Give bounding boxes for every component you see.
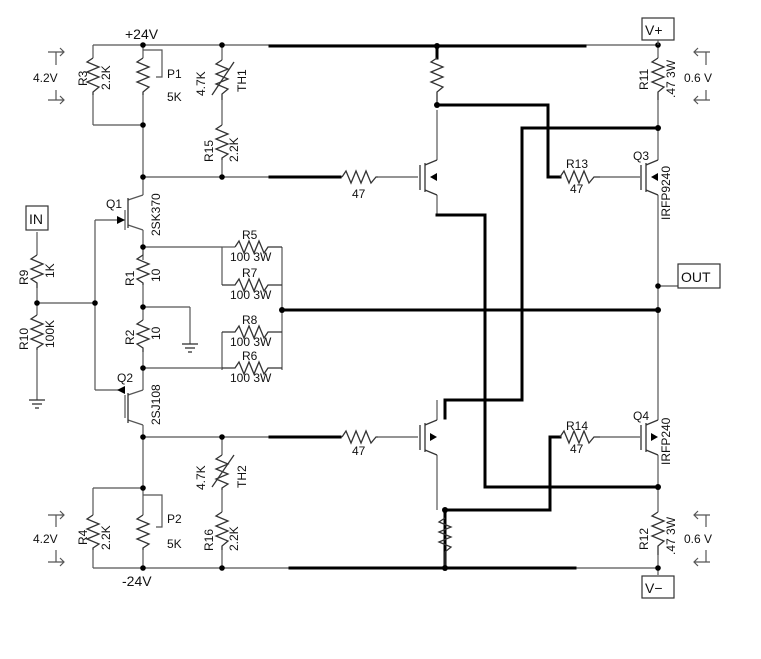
sense-voltage-bottom: 0.6 V [684, 532, 712, 546]
r11-ref: R11 [637, 69, 651, 90]
p1-value: 5K [167, 90, 182, 104]
measurement-brackets [48, 47, 710, 567]
input-port-box [25, 205, 49, 231]
p2-ref: P2 [167, 512, 182, 526]
r7-value: 100 3W [230, 288, 272, 302]
r8-ref: R8 [242, 313, 258, 327]
bias-voltage-bottom: 4.2V [33, 532, 58, 546]
q3-part: IRFP9240 [659, 166, 673, 220]
r14-ref: R14 [566, 419, 588, 433]
r10-ref: R10 [17, 328, 31, 350]
p2-value: 5K [167, 537, 182, 551]
r4-ref: R4 [76, 529, 90, 545]
r1-value: 10 [149, 268, 163, 282]
r14-value: 47 [570, 442, 584, 456]
q1-part: 2SK370 [149, 193, 163, 236]
r3-ref: R3 [76, 70, 90, 86]
r3-value: 2.2K [99, 65, 113, 90]
transistors [117, 159, 659, 456]
r15-value: 2.2K [227, 137, 241, 162]
supply-pos-label: +24V [125, 26, 159, 42]
gate-resistor-top-value: 47 [352, 187, 366, 201]
th2-ref: TH2 [235, 465, 249, 488]
th2-value: 4.7K [194, 465, 208, 490]
r2-ref: R2 [123, 329, 137, 345]
r8-value: 100 3W [230, 335, 272, 349]
r12-value: .47 3W [664, 516, 678, 555]
q4-ref: Q4 [633, 409, 649, 423]
q1-ref: Q1 [106, 197, 122, 211]
th1-value: 4.7K [194, 71, 208, 96]
r7-ref: R7 [242, 266, 258, 280]
resistors [29, 57, 666, 568]
q2-part: 2SJ108 [149, 384, 163, 425]
gate-resistor-bottom-value: 47 [352, 444, 366, 458]
q4-part: IRFP240 [659, 417, 673, 465]
sense-voltage-top: 0.6 V [684, 71, 712, 85]
r9-ref: R9 [17, 269, 31, 285]
input-label: IN [29, 211, 43, 227]
r9-value: 1K [43, 263, 57, 278]
thick-wiring [268, 44, 660, 570]
r12-ref: R12 [637, 528, 651, 550]
r6-value: 100 3W [230, 371, 272, 385]
supply-neg-label: -24V [122, 573, 152, 589]
p1-ref: P1 [167, 67, 182, 81]
vpos-label: V+ [645, 22, 663, 38]
vneg-label: V− [645, 580, 663, 596]
output-label: OUT [681, 269, 711, 285]
r16-ref: R16 [202, 529, 216, 551]
r6-ref: R6 [242, 349, 258, 363]
q2-ref: Q2 [117, 371, 133, 385]
r1-ref: R1 [123, 270, 137, 286]
output-port-box [677, 263, 721, 289]
r5-ref: R5 [242, 228, 258, 242]
r13-ref: R13 [566, 157, 588, 171]
r10-value: 100K [43, 320, 57, 348]
junction-dots [34, 42, 661, 571]
r16-value: 2.2K [227, 526, 241, 551]
th1-ref: TH1 [235, 69, 249, 92]
r13-value: 47 [570, 182, 584, 196]
labels: +24V -24V V+ V− IN OUT 4.2V 4.2V 0.6 V 0… [17, 22, 712, 596]
q3-ref: Q3 [633, 149, 649, 163]
r5-value: 100 3W [230, 250, 272, 264]
r2-value: 10 [149, 326, 163, 340]
r4-value: 2.2K [99, 525, 113, 550]
r11-value: .47 3W [664, 59, 678, 98]
vneg-port-box [641, 575, 675, 599]
r15-ref: R15 [202, 140, 216, 162]
ground-symbols [29, 343, 198, 409]
bias-voltage-top: 4.2V [33, 71, 58, 85]
